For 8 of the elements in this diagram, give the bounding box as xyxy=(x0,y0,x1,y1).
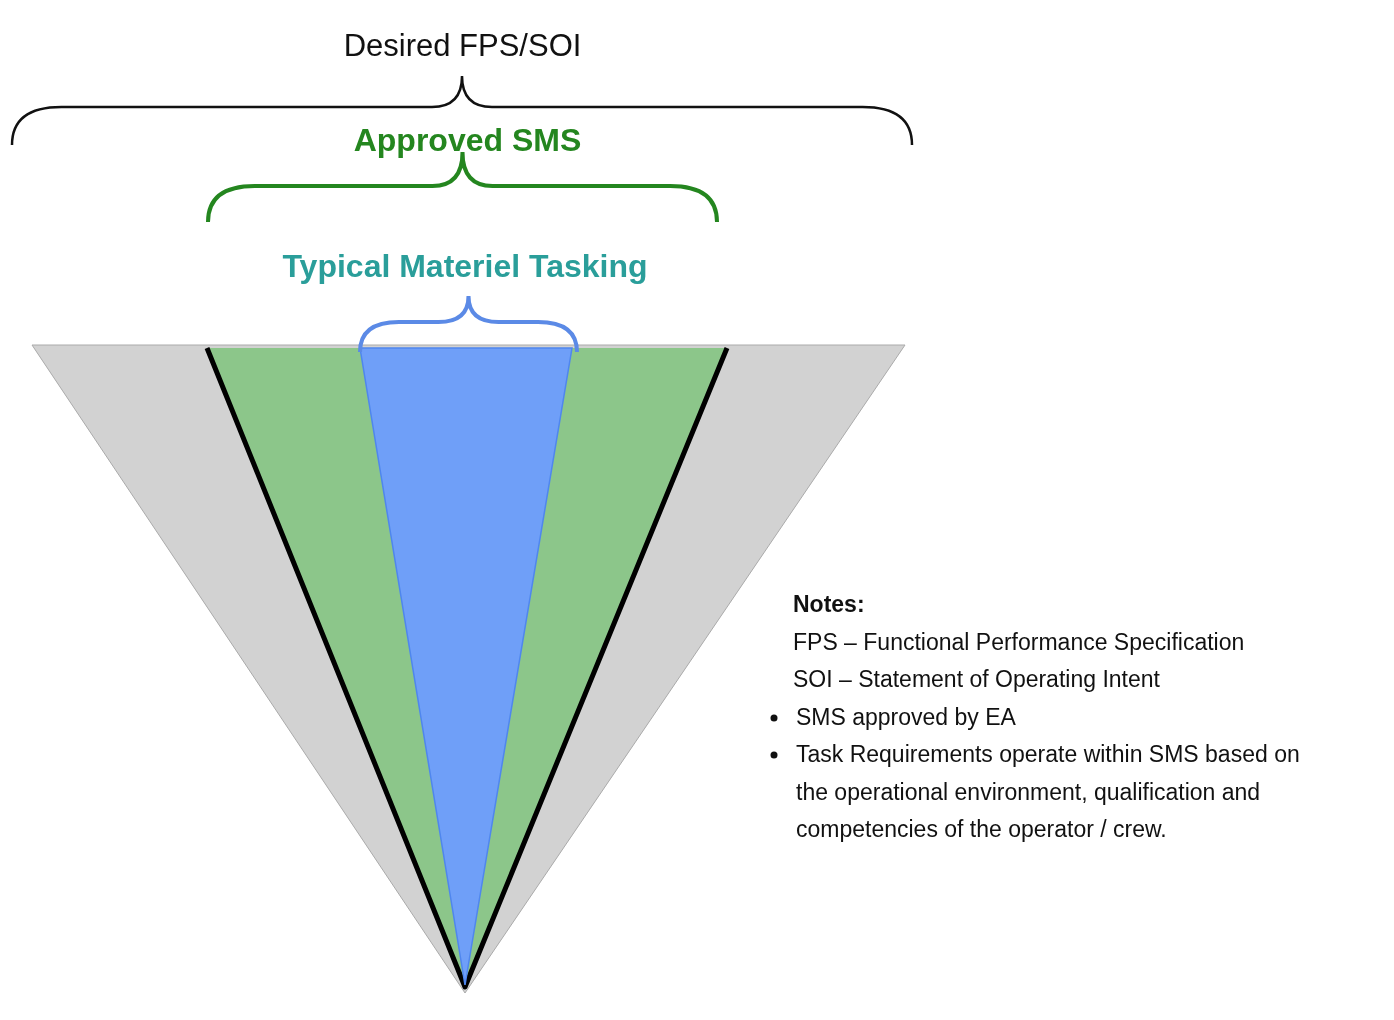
note-text: Task Requirements operate within SMS based on the operational environment, qualification and competencies of the operator / crew. xyxy=(796,740,1301,844)
note-text: SOI – Statement of Operating Intent xyxy=(793,666,1160,692)
note-text: FPS – Functional Performance Specification xyxy=(793,628,1245,655)
note-text: SMS approved by EA xyxy=(796,702,1017,732)
section-heading: Approved SMS xyxy=(353,122,582,159)
section-heading: Desired FPS/SOI xyxy=(343,28,582,64)
notes-heading: Notes: xyxy=(793,591,865,617)
section-heading: Typical Materiel Tasking xyxy=(282,248,648,285)
